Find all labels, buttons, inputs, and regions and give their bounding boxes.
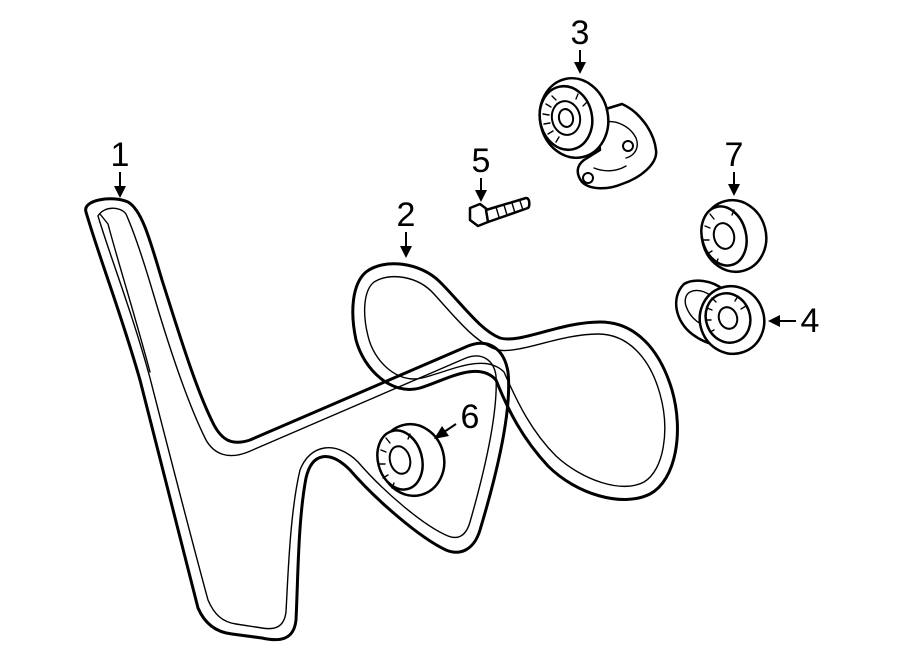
callout-number: 5 xyxy=(472,142,491,180)
part-belt-small[interactable] xyxy=(351,262,679,501)
part-bolt[interactable] xyxy=(468,196,531,228)
callout-number: 6 xyxy=(461,398,480,436)
callout-5: 5 xyxy=(472,142,491,202)
part-belt-large[interactable] xyxy=(84,197,511,642)
callout-3: 3 xyxy=(571,14,590,74)
callout-number: 3 xyxy=(571,14,590,52)
callout-number: 7 xyxy=(725,136,744,174)
callout-7: 7 xyxy=(725,136,744,196)
part-tensioner[interactable] xyxy=(532,72,658,190)
callout-number: 4 xyxy=(801,302,820,340)
callout-number: 1 xyxy=(111,136,130,174)
callout-1: 1 xyxy=(111,136,130,198)
part-tensioner-pulley[interactable] xyxy=(675,277,774,363)
callout-number: 2 xyxy=(397,196,416,234)
part-idler-pulley-lower[interactable] xyxy=(371,417,452,503)
callout-6: 6 xyxy=(434,398,479,439)
callout-4: 4 xyxy=(768,302,819,340)
callout-2: 2 xyxy=(397,196,416,258)
part-idler-pulley-upper[interactable] xyxy=(694,193,774,279)
